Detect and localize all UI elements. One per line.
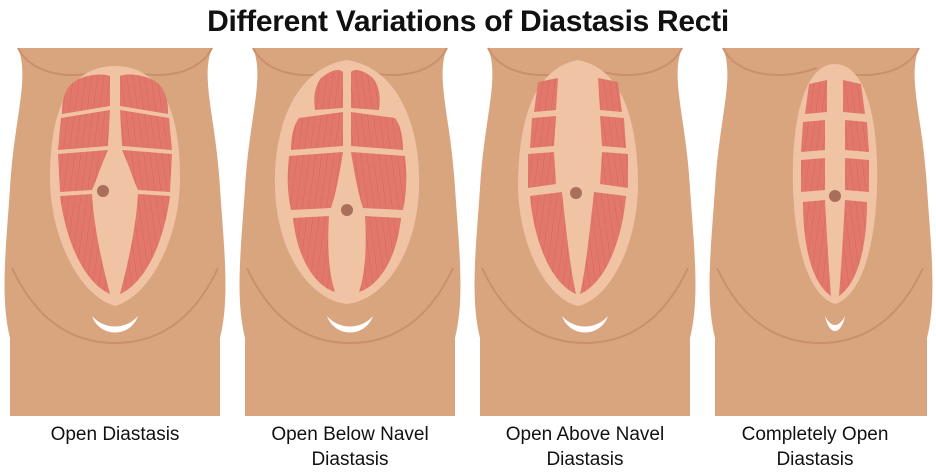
muscle-right-3 <box>600 152 628 188</box>
caption-open-diastasis: Open Diastasis <box>0 422 230 447</box>
muscle-left-3 <box>528 152 556 188</box>
caption-open-above-navel: Open Above Navel Diastasis <box>470 422 700 472</box>
muscle-left-3 <box>801 158 825 192</box>
caption-line1: Open Above Navel <box>470 422 700 447</box>
caption-line2: Diastasis <box>235 447 465 472</box>
diastasis-panels <box>0 38 936 416</box>
navel <box>570 187 582 199</box>
panel-open-diastasis <box>5 48 226 416</box>
muscle-right-2 <box>845 120 869 152</box>
panel-open-above-navel <box>475 48 696 416</box>
muscle-right-3 <box>845 158 869 192</box>
caption-line1: Open Below Navel <box>235 422 465 447</box>
navel <box>341 204 353 216</box>
panel-open-below-navel <box>240 48 461 416</box>
muscle-right-2 <box>600 116 626 148</box>
navel <box>97 185 109 197</box>
navel <box>829 190 841 202</box>
caption-line1: Completely Open <box>700 422 930 447</box>
muscle-left-2 <box>801 120 825 152</box>
muscle-left-2 <box>530 116 556 148</box>
caption-completely-open: Completely Open Diastasis <box>700 422 930 472</box>
diagram-title: Different Variations of Diastasis Recti <box>0 2 936 42</box>
caption-line2: Diastasis <box>700 447 930 472</box>
caption-line1: Open Diastasis <box>0 422 230 447</box>
caption-line2: Diastasis <box>470 447 700 472</box>
panel-completely-open <box>710 48 933 416</box>
caption-open-below-navel: Open Below Navel Diastasis <box>235 422 465 472</box>
